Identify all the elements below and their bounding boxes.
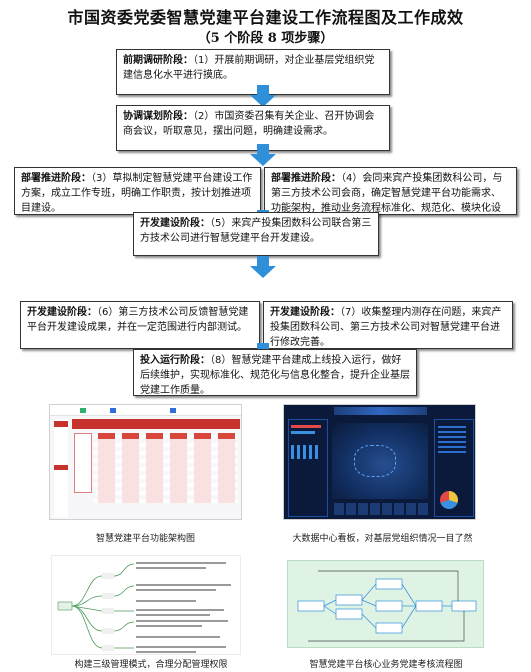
page-subtitle: （5 个阶段 8 项步骤） [197, 31, 334, 46]
step-3-text: （3）草拟制定智慧党建平台建设工作方案，成立工作专班，明确工作职责，按计划推进项… [21, 173, 253, 214]
step-1-text: （1）开展前期调研，对企业基层党组织党建信息化水平进行摸底。 [123, 55, 375, 81]
step-5-text: （5）来宾产投集团数科公司联合第三方技术公司进行智慧党建平台开发建设。 [140, 218, 372, 244]
management-mindmap-image [51, 555, 241, 655]
step-2-text: （2）市国资委召集有关企业、召开协调会商会议，听取意见，摆出问题，明确建设需求。 [123, 111, 375, 137]
step-2-box: 协调谋划阶段：（2）市国资委召集有关企业、召开协调会商会议，听取意见，摆出问题，… [116, 105, 390, 151]
caption-management-mode: 构建三级管理模式，合理分配管理权限 [74, 660, 228, 670]
step-6-box: 开发建设阶段：（6）第三方技术公司反馈智慧党建平台开发建设成果，并在一定范围进行… [20, 301, 260, 349]
step-5-box: 开发建设阶段：（5）来宾产投集团数科公司联合第三方技术公司进行智慧党建平台开发建… [133, 212, 379, 256]
arrow-down-icon [250, 85, 276, 107]
step-4-box: 部署推进阶段：（4）会同来宾产投集团数科公司，与第三方技术公司会商，确定智慧党建… [264, 167, 517, 229]
step-8-stage: 投入运行阶段： [140, 355, 210, 366]
assessment-flow-image [287, 560, 484, 648]
dashboard-image [283, 404, 476, 520]
step-3-stage: 部署推进阶段： [21, 173, 91, 184]
step-8-box: 投入运行阶段：（8）智慧党建平台建成上线投入运行，做好后续维护，实现标准化、规范… [133, 349, 417, 396]
step-1-stage: 前期调研阶段： [123, 55, 193, 66]
caption-assessment-flow: 智慧党建平台核心业务党建考核流程图 [309, 660, 463, 670]
mindmap-lines [57, 562, 231, 653]
caption-function-architecture: 智慧党建平台功能架构图 [95, 534, 195, 544]
step-1-box: 前期调研阶段：（1）开展前期调研，对企业基层党组织党建信息化水平进行摸底。 [116, 49, 390, 95]
function-architecture-image [49, 404, 242, 520]
step-7-stage: 开发建设阶段： [270, 307, 340, 318]
flowchart-graphic [297, 570, 477, 642]
step-2-stage: 协调谋划阶段： [123, 111, 193, 122]
arrow-down-icon [250, 144, 276, 166]
arrow-down-icon [250, 256, 276, 278]
step-7-box: 开发建设阶段：（7）收集整理内测存在问题，来宾产投集团数科公司、第三方技术公司对… [263, 301, 513, 349]
step-8-text: （8）智慧党建平台建成上线投入运行，做好后续维护，实现标准化、规范化与信息化整合… [140, 355, 410, 396]
caption-dashboard: 大数据中心看板，对基层党组织情况一目了然 [292, 534, 473, 544]
step-6-stage: 开发建设阶段： [27, 307, 97, 318]
step-4-stage: 部署推进阶段： [271, 173, 341, 184]
page-title: 市国资委党委智慧党建平台建设工作流程图及工作成效 [67, 8, 464, 27]
step-6-text: （6）第三方技术公司反馈智慧党建平台开发建设成果，并在一定范围进行内部测试。 [27, 307, 249, 333]
step-3-box: 部署推进阶段：（3）草拟制定智慧党建平台建设工作方案，成立工作专班，明确工作职责… [14, 167, 261, 215]
step-7-text: （7）收集整理内测存在问题，来宾产投集团数科公司、第三方技术公司对智慧党建平台进… [270, 307, 502, 348]
step-5-stage: 开发建设阶段： [140, 218, 210, 229]
